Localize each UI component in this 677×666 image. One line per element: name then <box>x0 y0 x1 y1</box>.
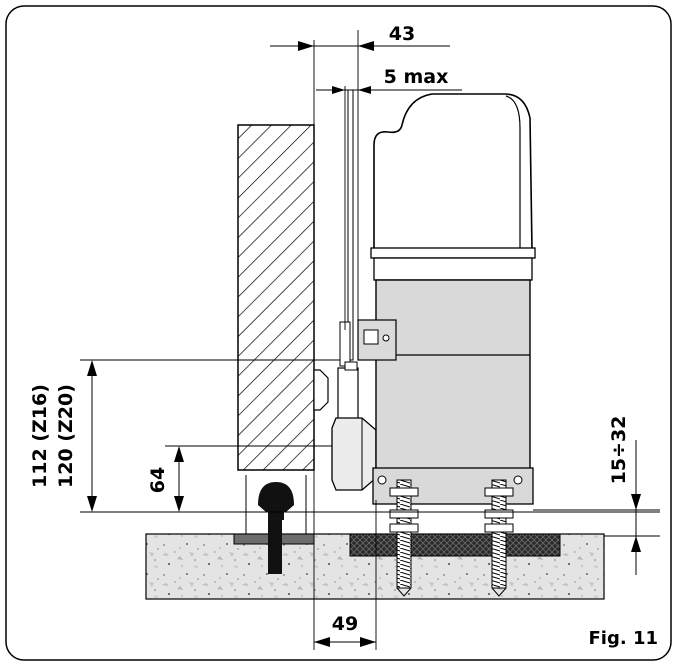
dimension-64-label: 64 <box>147 467 169 493</box>
dimension-112-label: 112 (Z16) <box>29 384 51 488</box>
dimension-49: 49 <box>314 613 376 647</box>
anchor-bolt-right <box>484 479 514 597</box>
rack-bracket <box>313 89 359 421</box>
dimension-43-label: 43 <box>389 23 415 45</box>
motor-cover <box>370 93 536 281</box>
limit-switch-icon <box>363 329 379 345</box>
dimension-49-label: 49 <box>332 613 358 635</box>
gate-leaf <box>237 124 315 471</box>
dimension-5-max-label: 5 max <box>384 66 449 88</box>
figure-caption: Fig. 11 <box>588 628 658 649</box>
pinion-housing <box>331 417 377 491</box>
dimension-15-32-label: 15÷32 <box>608 416 630 485</box>
anchor-bolt-left <box>389 479 419 597</box>
dimension-120-label: 120 (Z20) <box>55 384 77 488</box>
guide-rail <box>245 475 307 574</box>
dimension-43: 43 <box>270 23 450 51</box>
concrete-foundation <box>145 533 605 600</box>
dimension-5-max: 5 max <box>316 66 462 94</box>
motor-body <box>357 279 534 505</box>
foundation-plate-dark <box>349 533 561 557</box>
dimension-112-120: 112 (Z16) 120 (Z20) <box>29 360 97 512</box>
dimension-64: 64 <box>147 446 184 512</box>
dimension-15-32: 15÷32 <box>608 416 641 575</box>
figure-frame <box>5 5 672 661</box>
reference-lines <box>80 30 660 650</box>
